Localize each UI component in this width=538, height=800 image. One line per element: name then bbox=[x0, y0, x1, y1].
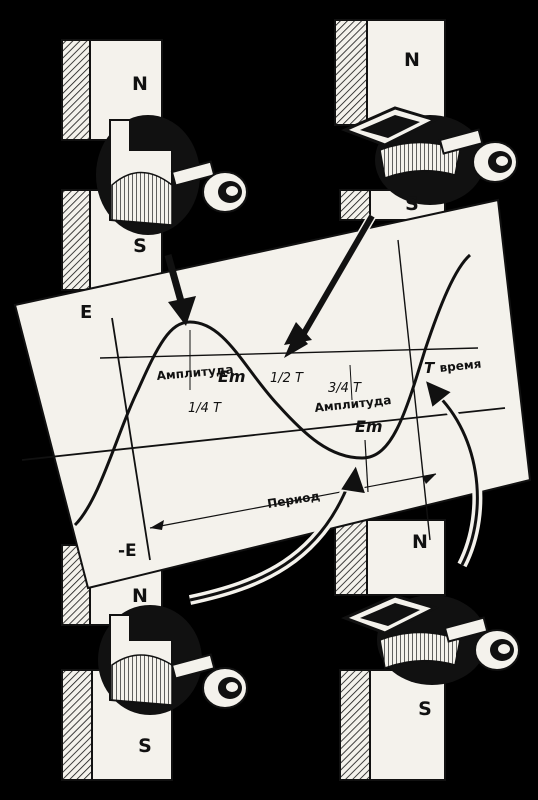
period-marker-line bbox=[397, 239, 431, 541]
south-label: S bbox=[133, 235, 147, 257]
period-dimension-line bbox=[149, 473, 437, 529]
time-label: время bbox=[439, 357, 482, 375]
x-axis bbox=[21, 407, 506, 461]
arrows bbox=[164, 213, 483, 605]
period-end-label: T bbox=[424, 359, 436, 377]
em-label-1: Em bbox=[218, 367, 246, 386]
north-label: N bbox=[404, 49, 420, 71]
south-label: S bbox=[405, 193, 419, 215]
north-label: N bbox=[412, 531, 428, 553]
graph-paper: E -E Амплитуда Em 1/4 T 1/2 T 3/4 T Ампл… bbox=[13, 198, 532, 590]
magnet-top-left: N S bbox=[61, 39, 248, 291]
south-label: S bbox=[138, 735, 152, 757]
y-axis bbox=[111, 317, 151, 561]
y-axis-top-label: E bbox=[80, 302, 92, 323]
em-label-2: Em bbox=[355, 417, 383, 436]
arrow-top-right bbox=[297, 214, 375, 342]
north-label: N bbox=[132, 73, 148, 95]
magnet-bottom-right: N S bbox=[334, 519, 520, 781]
south-label: S bbox=[418, 698, 432, 720]
y-axis-bottom-label: -E bbox=[118, 541, 137, 561]
three-quarter-period-label: 3/4 T bbox=[328, 381, 362, 396]
arrow-top-left bbox=[164, 254, 186, 306]
amplitude-label-1: Амплитуда bbox=[156, 362, 234, 383]
sine-wave bbox=[73, 253, 472, 527]
quarter-period-label: 1/4 T bbox=[188, 401, 222, 416]
north-label: N bbox=[132, 585, 148, 607]
half-period-label: 1/2 T bbox=[270, 371, 304, 386]
